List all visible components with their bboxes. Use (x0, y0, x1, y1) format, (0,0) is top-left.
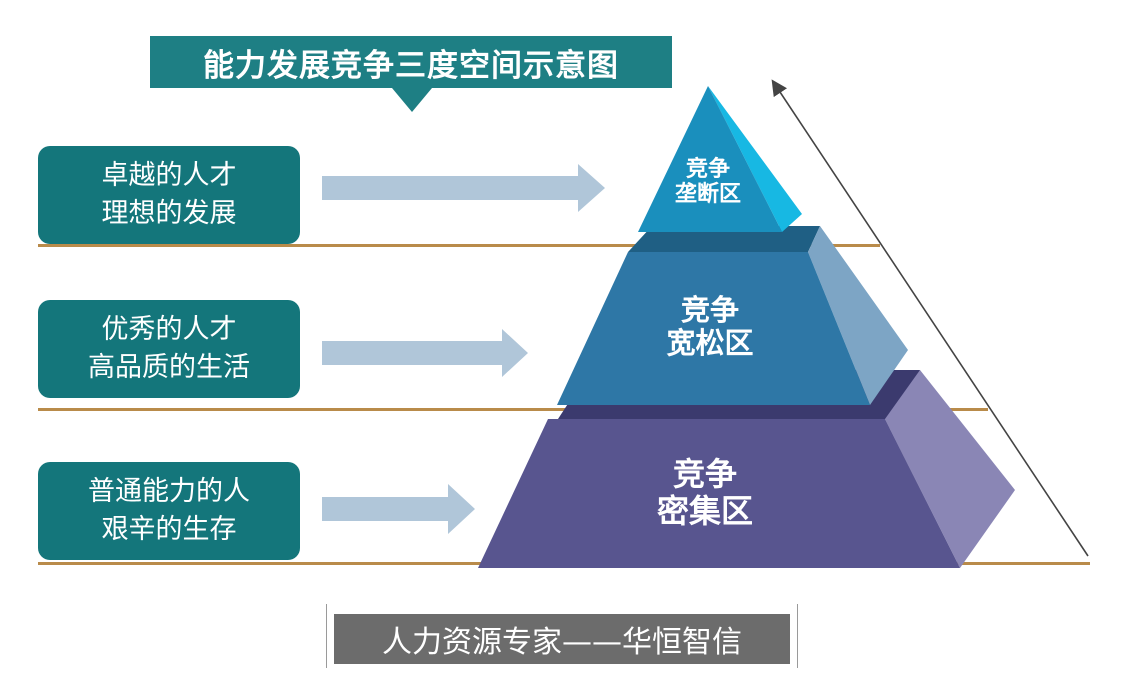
pyramid-bottom-front-face (478, 419, 960, 568)
trend-arrow-icon (771, 79, 1089, 557)
pyramid-top-front-face (638, 86, 782, 232)
level-top-line-1: 卓越的人才 (101, 160, 237, 191)
pyramid-middle-line-1: 竞争 (680, 293, 739, 327)
pyramid-middle-top-face (628, 226, 820, 252)
credit-frame (326, 604, 798, 668)
level-box-bottom: 普通能力的人 艰辛的生存 (38, 462, 300, 560)
pyramid-top-line-1: 竞争 (685, 157, 730, 182)
diagram-title: 能力发展竞争三度空间示意图 (150, 36, 672, 88)
level-middle-line-2: 高品质的生活 (88, 352, 250, 383)
arrow-middle-icon (322, 329, 528, 377)
pyramid-label-loose: 竞争 宽松区 (650, 293, 770, 361)
pyramid-middle-line-2: 宽松区 (666, 326, 754, 361)
arrow-bottom-icon (322, 484, 475, 534)
level-box-top: 卓越的人才 理想的发展 (38, 146, 300, 244)
pyramid-bottom-line-1: 竞争 (672, 455, 737, 493)
pyramid-label-monopoly: 竞争 垄断区 (660, 157, 756, 208)
pyramid-label-dense: 竞争 密集区 (640, 456, 770, 530)
title-pointer-arrow-icon (392, 88, 432, 112)
pyramid-middle-side-face (808, 226, 908, 405)
guideline-top (38, 244, 880, 247)
level-top-line-2: 理想的发展 (101, 198, 237, 229)
level-middle-line-1: 优秀的人才 (101, 314, 237, 345)
guideline-middle (38, 408, 988, 411)
arrow-top-icon (322, 164, 605, 212)
level-bottom-line-2: 艰辛的生存 (101, 514, 237, 545)
pyramid-middle-front-face (557, 252, 870, 405)
pyramid-top-line-2: 垄断区 (674, 182, 741, 208)
level-box-middle: 优秀的人才 高品质的生活 (38, 300, 300, 398)
pyramid-top-side-face (708, 86, 802, 232)
level-bottom-line-1: 普通能力的人 (88, 476, 250, 507)
pyramid-bottom-line-2: 密集区 (656, 491, 753, 530)
pyramid-bottom-side-face (885, 370, 1015, 568)
credit-label: 人力资源专家——华恒智信 (334, 614, 790, 664)
